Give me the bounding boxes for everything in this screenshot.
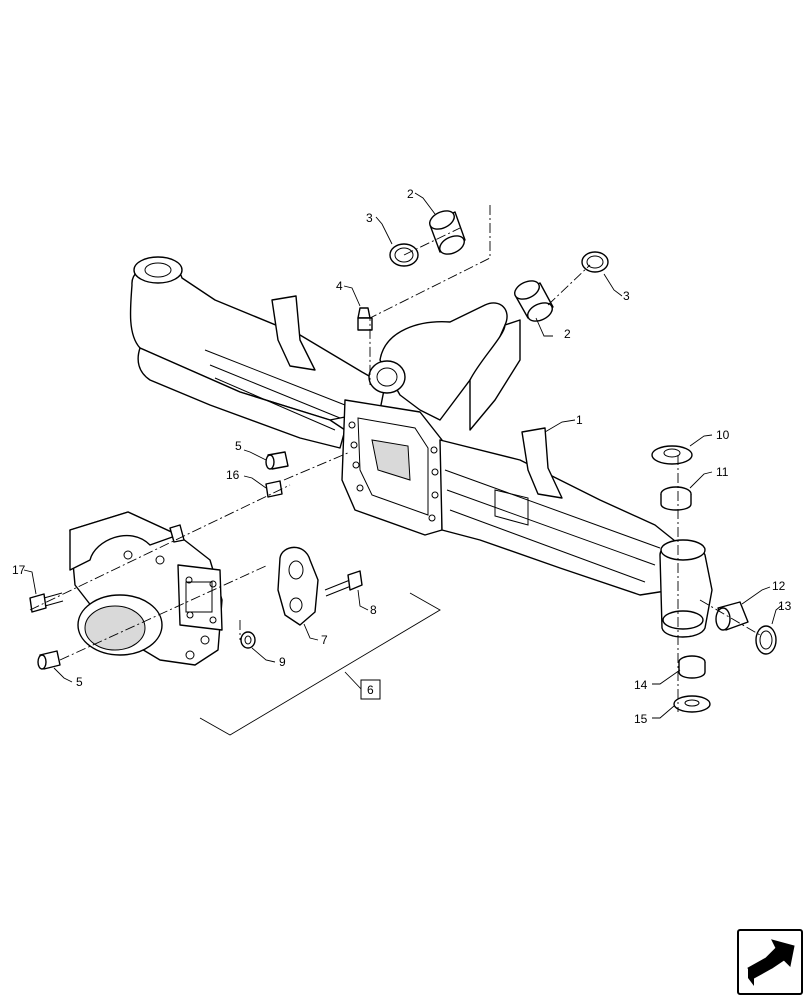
bolt-8: [324, 570, 363, 597]
callout-15: 15: [634, 712, 648, 726]
callout-12: 12: [772, 579, 786, 593]
thrust-ring-upper-right: [581, 251, 609, 273]
callout-7: 7: [321, 633, 328, 647]
leader-lines: [23, 192, 783, 719]
callout-9: 9: [279, 655, 286, 669]
callout-13: 13: [778, 599, 792, 613]
callout-5-lower: 5: [76, 675, 83, 689]
axle-housing: [129, 256, 713, 638]
bushing-upper-left: [429, 210, 466, 255]
callout-3-left: 3: [366, 211, 373, 225]
callout-4: 4: [336, 279, 343, 293]
callout-labels: 1 2 2 3 3 4 5 5 7 8 9 10 11 12 13 14 15 …: [12, 187, 792, 726]
plug-lower: [37, 650, 61, 670]
bearing-14: [678, 655, 706, 679]
callout-8: 8: [370, 603, 377, 617]
callout-16: 16: [226, 468, 240, 482]
callout-5-upper: 5: [235, 439, 242, 453]
bushing-9: [240, 631, 256, 649]
callout-1: 1: [576, 413, 583, 427]
callout-2-upper: 2: [407, 187, 414, 201]
bushing-upper-right: [514, 280, 554, 322]
callout-6: 6: [367, 683, 374, 697]
washer-10: [651, 445, 693, 465]
washer-15: [673, 695, 711, 713]
callout-17: 17: [12, 563, 26, 577]
callout-2-right: 2: [564, 327, 571, 341]
bearing-11: [660, 486, 692, 511]
ring-13: [755, 625, 777, 655]
axle-hub-carrier: [69, 511, 223, 666]
assembly-centerlines: [29, 205, 761, 712]
clamp-bracket: [277, 546, 319, 626]
bushing-12: [715, 601, 749, 631]
bolt-17: [29, 592, 64, 613]
next-page-arrow-icon[interactable]: [737, 929, 803, 995]
plug-upper: [265, 451, 289, 470]
callout-6-box: [360, 679, 381, 700]
callout-11: 11: [716, 465, 729, 479]
group-bracket-6: [199, 592, 441, 736]
pin-16: [265, 480, 283, 498]
callout-10: 10: [716, 428, 730, 442]
callout-3-right: 3: [623, 289, 630, 303]
callout-14: 14: [634, 678, 648, 692]
